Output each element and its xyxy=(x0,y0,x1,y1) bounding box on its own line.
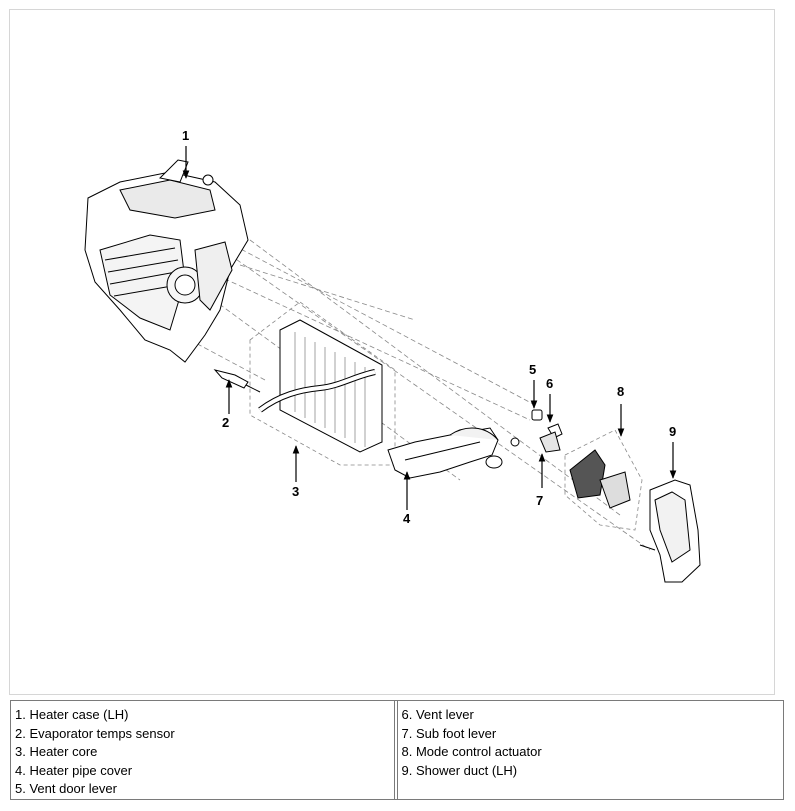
callout-1: 1 xyxy=(182,128,189,143)
legend-column-left: 1. Heater case (LH) 2. Evaporator temps … xyxy=(11,701,397,799)
heater-case-part xyxy=(84,159,249,363)
legend-column-right: 6. Vent lever 7. Sub foot lever 8. Mode … xyxy=(396,701,784,799)
legend-item: 7. Sub foot lever xyxy=(401,725,497,741)
lever-parts xyxy=(510,409,563,453)
legend-item: 5. Vent door lever xyxy=(15,781,117,796)
legend-item: 6. Vent lever xyxy=(401,707,474,722)
legend-item: 4. Heater pipe cover xyxy=(15,762,133,778)
heater-pipe-cover-part xyxy=(387,427,503,479)
exploded-diagram: 1 2 3 4 5 6 7 8 9 xyxy=(9,9,775,695)
callout-8: 8 xyxy=(617,384,624,399)
legend-item: 3. Heater core xyxy=(15,744,98,759)
evaporator-sensor-part xyxy=(213,369,261,393)
parts-legend-table: 1. Heater case (LH) 2. Evaporator temps … xyxy=(10,700,784,800)
shower-duct-part xyxy=(639,479,701,583)
legend-item: 9. Shower duct (LH) xyxy=(401,762,518,778)
callout-arrows xyxy=(182,146,677,510)
mode-actuator-part xyxy=(564,429,643,531)
alignment-lines xyxy=(189,237,651,551)
legend-item: 1. Heater case (LH) xyxy=(15,707,129,722)
legend-item: 8. Mode control actuator xyxy=(401,744,542,759)
legend-item: 2. Evaporator temps sensor xyxy=(15,725,175,741)
callout-2: 2 xyxy=(222,415,229,430)
heater-core-part xyxy=(249,301,396,466)
callout-3: 3 xyxy=(292,484,299,499)
callout-9: 9 xyxy=(669,424,676,439)
callout-4: 4 xyxy=(403,511,411,526)
callout-7: 7 xyxy=(536,493,543,508)
callout-5: 5 xyxy=(529,362,536,377)
callout-6: 6 xyxy=(546,376,553,391)
